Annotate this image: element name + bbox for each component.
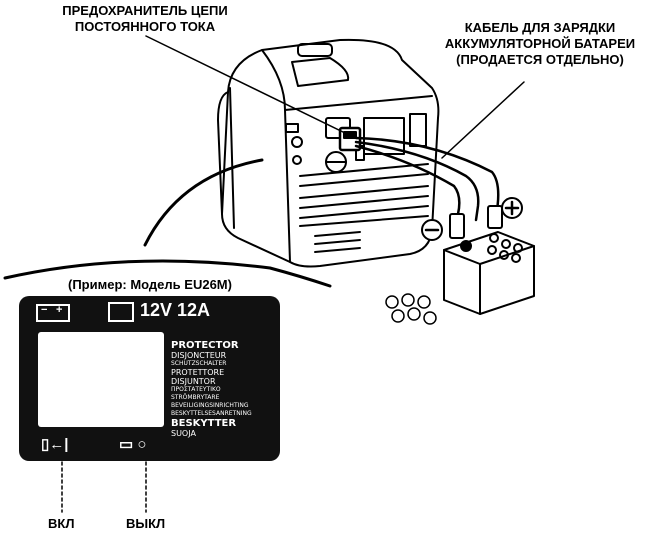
- battery-icon: −+: [36, 304, 70, 322]
- on-icon: ▯←|: [41, 436, 69, 453]
- dc-icon: [108, 302, 134, 322]
- example-model-label: (Пример: Модель EU26M): [68, 277, 232, 292]
- on-label: ВКЛ: [48, 516, 75, 531]
- protector-button[interactable]: [38, 332, 164, 427]
- off-label: ВЫКЛ: [126, 516, 166, 531]
- cable-leader: [441, 81, 525, 159]
- charging-cable-label: КАБЕЛЬ ДЛЯ ЗАРЯДКИ АККУМУЛЯТОРНОЙ БАТАРЕ…: [444, 20, 636, 67]
- protector-text: PROTECTOR DISJONCTEUR SCHUTZSCHALTER PRO…: [171, 340, 252, 438]
- generator-body: [217, 38, 440, 268]
- off-icon: ▭ ○: [119, 436, 147, 453]
- fuse-leader: [145, 35, 346, 134]
- dc-protector-panel: −+ 12V 12A PROTECTOR DISJONCTEUR SCHUTZS…: [19, 296, 280, 461]
- rating-label: 12V 12A: [140, 300, 211, 320]
- dc-fuse-label: ПРЕДОХРАНИТЕЛЬ ЦЕПИ ПОСТОЯННОГО ТОКА: [62, 3, 228, 34]
- charging-cable: [354, 136, 500, 226]
- battery: [443, 231, 535, 315]
- spare-fuses: [385, 293, 437, 325]
